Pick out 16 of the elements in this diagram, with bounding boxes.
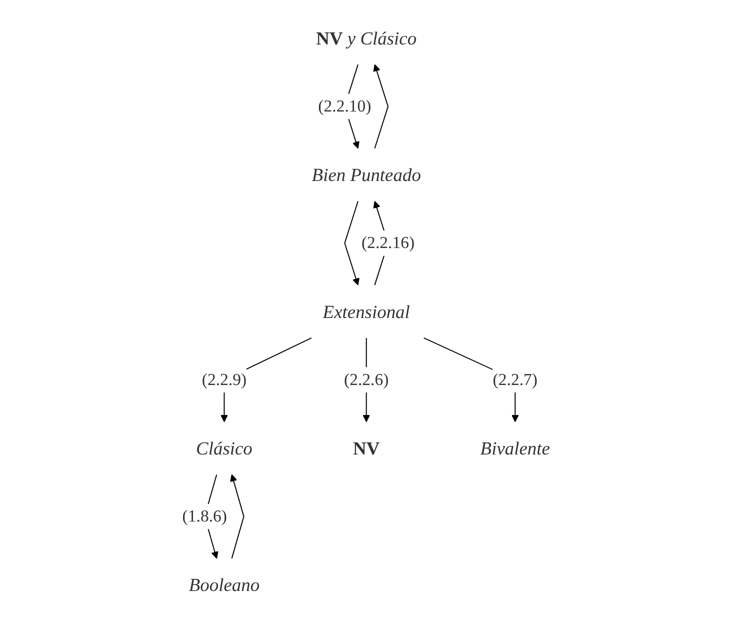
arrow bbox=[230, 474, 244, 559]
node-text: Bivalente bbox=[480, 438, 550, 459]
node-text: Clásico bbox=[196, 438, 252, 459]
arrow bbox=[372, 64, 388, 149]
node-text: Bien Punteado bbox=[311, 164, 421, 186]
node-text: NV y Clásico bbox=[316, 28, 416, 49]
arrow bbox=[344, 201, 360, 286]
edge-label: (2.2.7) bbox=[492, 370, 538, 390]
edge-label: (2.2.10) bbox=[318, 97, 371, 116]
edge-label: (1.8.6) bbox=[182, 507, 227, 526]
node-text: Extensional bbox=[322, 301, 410, 322]
edge-label: (2.2.16) bbox=[361, 234, 414, 252]
edge-label: (2.2.6) bbox=[344, 370, 388, 390]
node-text: Booleano bbox=[188, 574, 260, 596]
node-text: NV bbox=[352, 438, 380, 459]
edge-label: (2.2.9) bbox=[201, 370, 246, 390]
